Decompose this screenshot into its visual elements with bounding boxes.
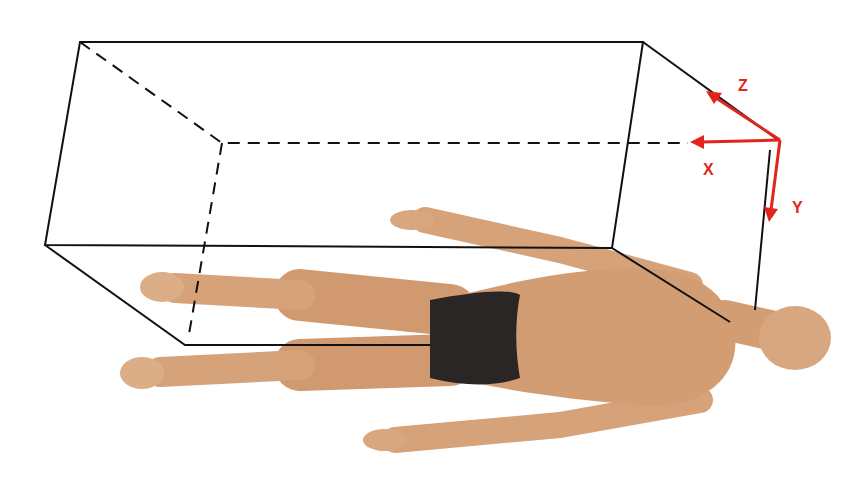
axes: [690, 91, 780, 222]
axis-label: Z: [738, 78, 748, 94]
axis-label: X: [703, 162, 714, 178]
bounding-box: [45, 42, 778, 345]
axis-label: Y: [792, 200, 803, 216]
